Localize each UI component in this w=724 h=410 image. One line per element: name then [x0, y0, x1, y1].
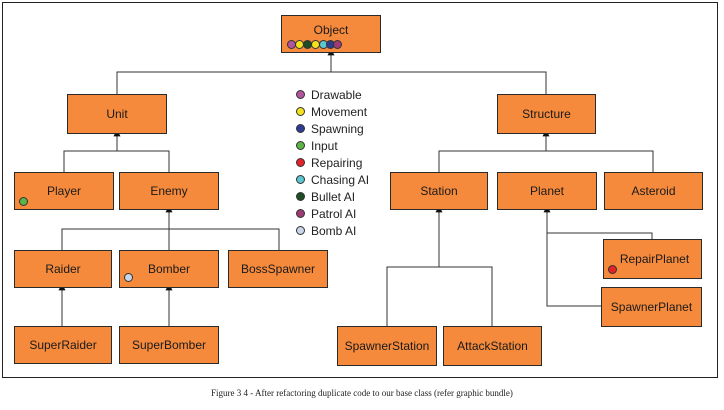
superraider-label: SuperRaider: [29, 338, 97, 352]
bossspawner-node: BossSpawner: [228, 250, 328, 288]
legend-dot-bomb-ai: [296, 226, 305, 235]
bomber-bombai-dot: [124, 273, 133, 282]
legend-label: Bullet AI: [311, 189, 356, 204]
legend-dot-chasing-ai: [296, 175, 305, 184]
attackstation-node: AttackStation: [443, 326, 542, 366]
legend-label: Input: [311, 138, 338, 153]
station-label: Station: [420, 184, 458, 198]
edge-planet-spawner: [546, 233, 601, 307]
legend-item-movement: Movement: [296, 103, 369, 120]
repairplanet-node: RepairPlanet: [603, 239, 702, 279]
raider-node: Raider: [14, 250, 112, 288]
legend-item-bullet-ai: Bullet AI: [296, 188, 369, 205]
spawnerstation-node: SpawnerStation: [337, 326, 437, 366]
legend-label: Movement: [311, 104, 368, 119]
station-node: Station: [390, 172, 488, 210]
superbomber-label: SuperBomber: [131, 338, 207, 352]
legend-label: Repairing: [311, 155, 363, 170]
legend-label: Drawable: [311, 87, 362, 102]
player-input-dot: [19, 197, 28, 206]
legend-dot-patrol-ai: [296, 209, 305, 218]
bossspawner-label: BossSpawner: [240, 262, 316, 276]
connector-lines: [58, 48, 654, 326]
planet-label: Planet: [529, 184, 565, 198]
asteroid-label: Asteroid: [631, 184, 676, 198]
legend-label: Spawning: [311, 121, 364, 136]
legend-label: Patrol AI: [311, 206, 357, 221]
object-label: Object: [313, 23, 349, 37]
planet-node: Planet: [497, 172, 597, 210]
spawnerplanet-node: SpawnerPlanet: [601, 287, 702, 327]
object-patrolai-dot: [333, 40, 342, 49]
diagram-frame: [2, 2, 718, 378]
legend: Drawable Movement Spawning Input Repairi…: [296, 86, 369, 239]
legend-dot-bullet-ai: [296, 192, 305, 201]
player-node: Player: [14, 172, 114, 210]
repairplanet-repairing-dot: [608, 265, 617, 274]
legend-label: Chasing AI: [311, 172, 370, 187]
legend-dot-input: [296, 141, 305, 150]
edge-structure-bus: [438, 150, 654, 172]
raider-label: Raider: [45, 262, 81, 276]
enemy-label: Enemy: [150, 184, 188, 198]
legend-item-spawning: Spawning: [296, 120, 369, 137]
repairplanet-label: RepairPlanet: [619, 252, 690, 266]
legend-label: Bomb AI: [311, 223, 357, 238]
superbomber-node: SuperBomber: [119, 326, 219, 364]
enemy-node: Enemy: [119, 172, 219, 210]
legend-dot-repairing: [296, 158, 305, 167]
player-label: Player: [46, 184, 81, 198]
spawnerplanet-label: SpawnerPlanet: [610, 300, 693, 314]
spawnerstation-label: SpawnerStation: [344, 339, 430, 353]
legend-item-input: Input: [296, 137, 369, 154]
edge-unit-bus: [63, 150, 170, 172]
legend-dot-movement: [296, 107, 305, 116]
legend-item-bomb-ai: Bomb AI: [296, 222, 369, 239]
legend-dot-drawable: [296, 90, 305, 99]
figure-caption: Figure 3 4 - After refactoring duplicate…: [211, 388, 513, 398]
superraider-node: SuperRaider: [14, 326, 112, 364]
edge-enemy-bus: [61, 228, 280, 250]
structure-node: Structure: [497, 94, 596, 134]
asteroid-node: Asteroid: [604, 172, 703, 210]
legend-dot-spawning: [296, 124, 305, 133]
bomber-node: Bomber: [119, 250, 219, 288]
unit-node: Unit: [67, 94, 167, 134]
structure-label: Structure: [522, 107, 571, 121]
legend-item-drawable: Drawable: [296, 86, 369, 103]
legend-item-patrol-ai: Patrol AI: [296, 205, 369, 222]
legend-item-chasing-ai: Chasing AI: [296, 171, 369, 188]
edge-station-bus: [386, 266, 493, 326]
unit-label: Unit: [106, 107, 128, 121]
bomber-label: Bomber: [147, 262, 191, 276]
attackstation-label: AttackStation: [457, 339, 528, 353]
edge-planet-repair: [546, 231, 653, 239]
legend-item-repairing: Repairing: [296, 154, 369, 171]
